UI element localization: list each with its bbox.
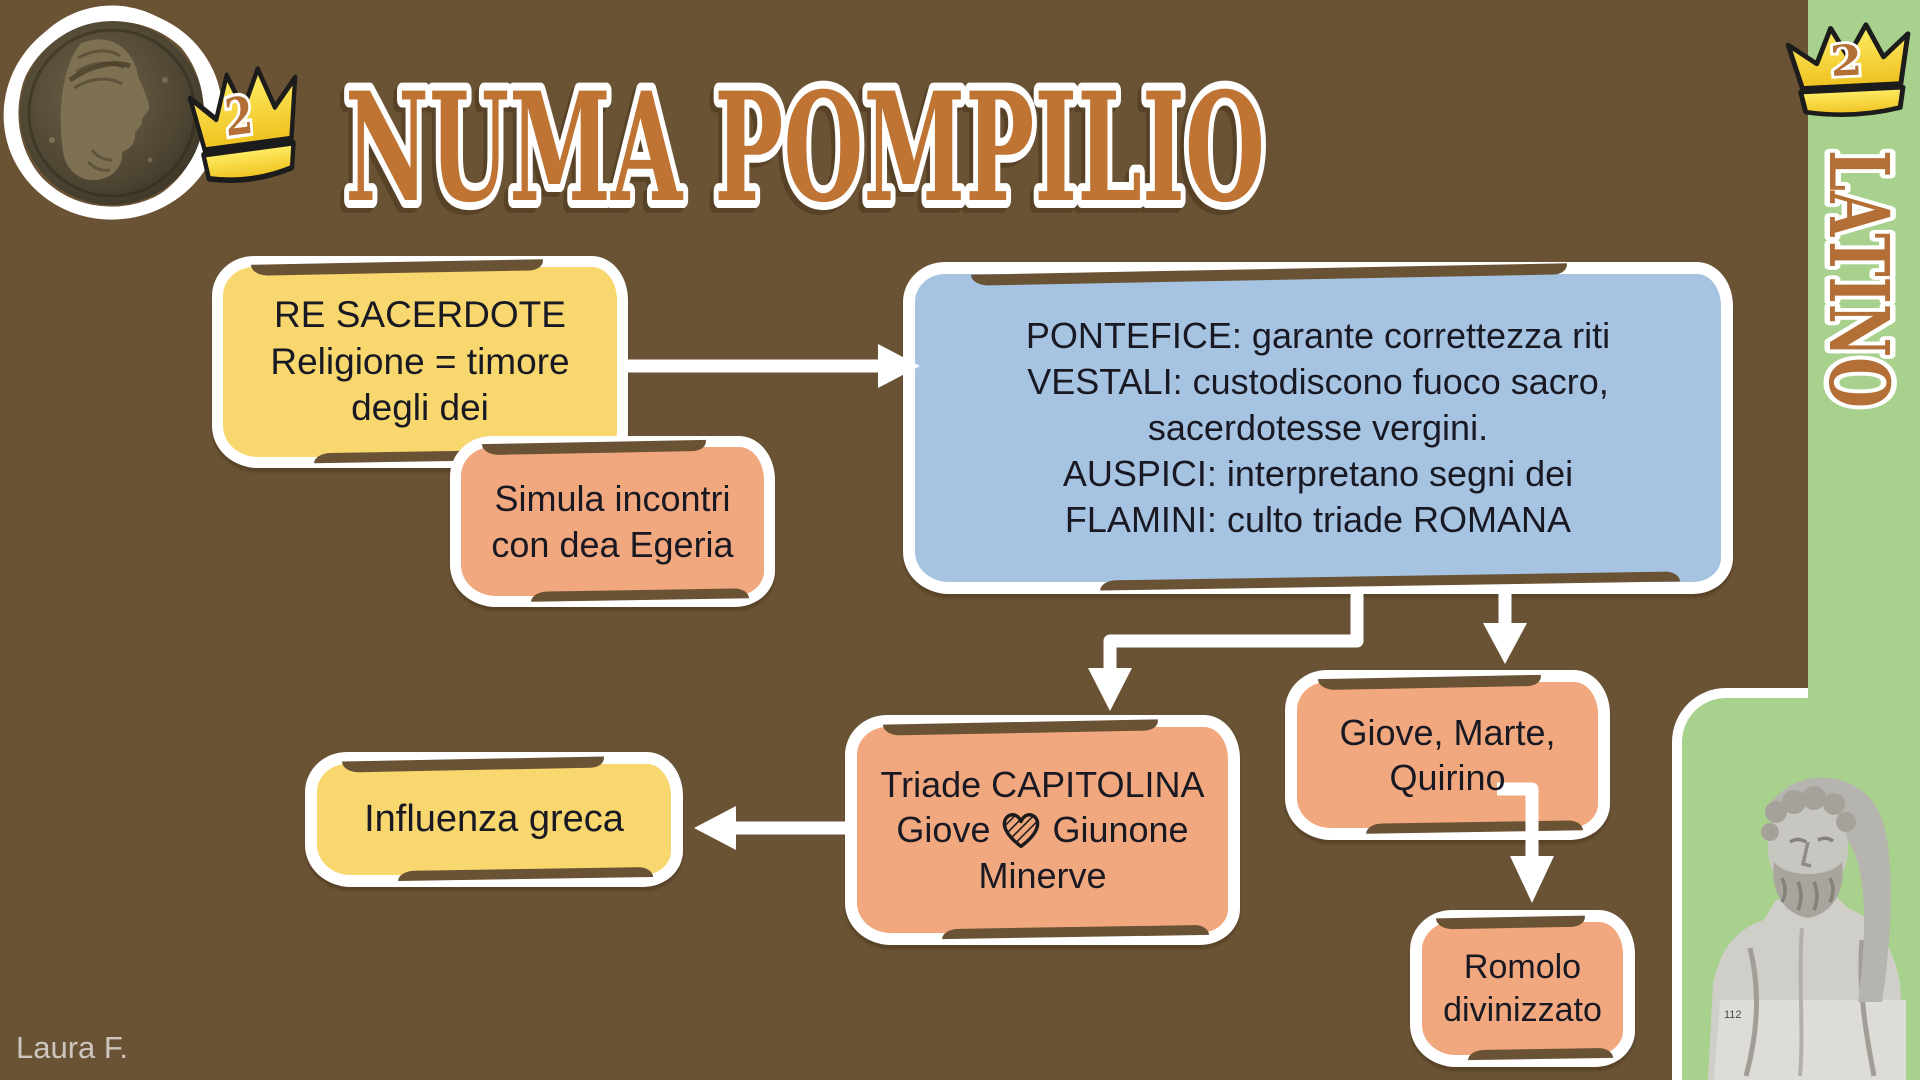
text-line: Religione = timore [270, 340, 570, 382]
author-credit: Laura F. [16, 1030, 129, 1065]
text-line: VESTALI: custodiscono fuoco sacro, [1027, 360, 1609, 402]
arrow-re-to-sacerdozi [620, 344, 920, 388]
triade-pair-right: Giunone [1052, 809, 1189, 851]
lesson-number: 2 [1829, 36, 1863, 87]
text-line: degli dei [351, 387, 489, 429]
arrow-sacerdozi-to-giove [1483, 590, 1527, 664]
text-line: Influenza greca [364, 797, 624, 840]
text-line: con dea Egeria [491, 523, 734, 565]
lesson-number: 2 [222, 85, 255, 149]
box-influenza-greca: Influenza greca [305, 752, 683, 887]
text-line: Minerve [978, 854, 1107, 896]
subject-text: LATINO [1810, 150, 1906, 408]
box-triade-capitolina: Triade CAPITOLINA Giove Giunone Minerve [845, 715, 1240, 945]
text-line: divinizzato [1443, 990, 1602, 1029]
text-line: FLAMINI: culto triade ROMANA [1064, 499, 1572, 541]
box-giove-marte-quirino: Giove, Marte, Quirino [1285, 670, 1610, 840]
heart-icon [1003, 813, 1040, 849]
text-line: Triade CAPITOLINA [880, 763, 1205, 805]
box-simula-incontri: Simula incontri con dea Egeria [450, 436, 775, 607]
text-line: Giove, Marte, [1339, 711, 1556, 753]
crown-icon: 2 [1785, 22, 1911, 117]
text-line: Giove Giunone [896, 807, 1188, 852]
title-text: NUMA POMPILIO [345, 60, 1265, 236]
text-line: PONTEFICE: garante correttezza riti [1025, 314, 1611, 356]
statue-catalog-number: 112 [1724, 1009, 1742, 1021]
triade-pair-left: Giove [896, 809, 991, 851]
crown-icon: 2 [187, 66, 298, 183]
text-line: Simula incontri [494, 478, 731, 520]
text-line: Romolo [1463, 947, 1582, 986]
box-romolo-divinizzato: Romolo divinizzato [1410, 910, 1635, 1067]
text-line: sacerdotesse vergini. [1147, 406, 1489, 448]
text-line: Quirino [1389, 757, 1506, 798]
box-sacerdozi: PONTEFICE: garante correttezza riti VEST… [903, 262, 1733, 594]
statue-image: 112 [1708, 777, 1906, 1080]
arrow-triade-to-influenza [694, 806, 846, 850]
coin-image [3, 5, 223, 220]
text-line: RE SACERDOTE [274, 294, 566, 336]
text-line: AUSPICI: interpretano segni dei [1062, 453, 1574, 495]
sidebar-label: LATINO [1805, 145, 1912, 414]
